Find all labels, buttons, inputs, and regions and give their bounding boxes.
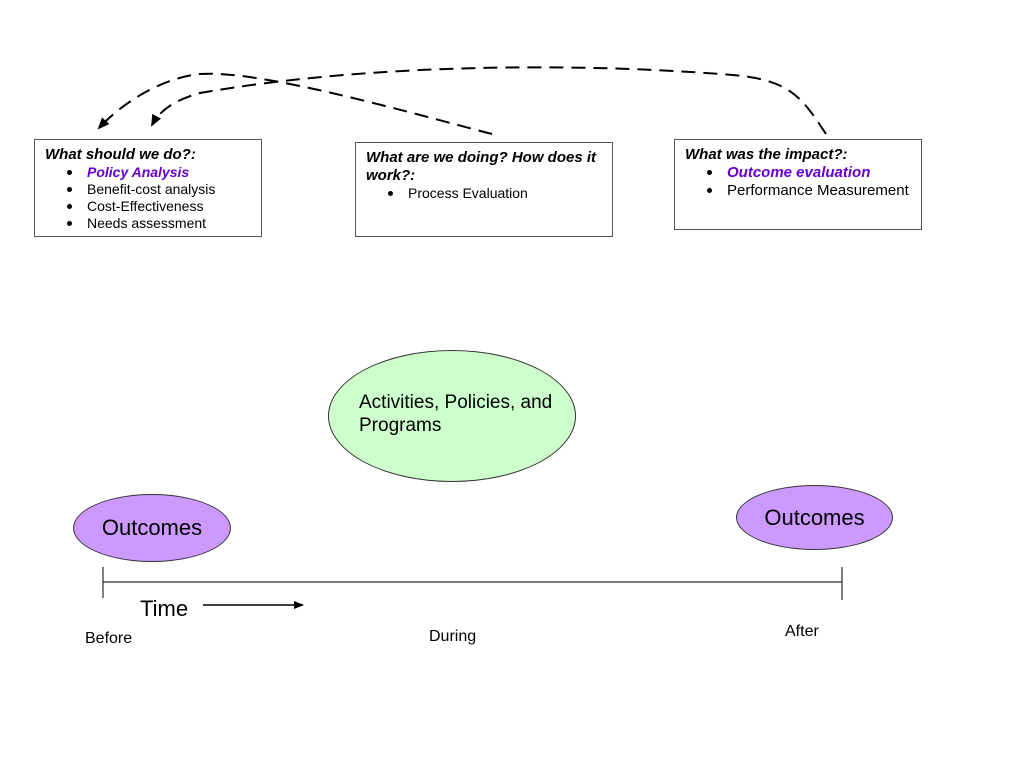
bullet-list: Policy Analysis Benefit-cost analysis Co… bbox=[45, 164, 251, 232]
box-what-was-the-impact: What was the impact?: Outcome evaluation… bbox=[674, 139, 922, 230]
box-what-are-we-doing: What are we doing? How does it work?: Pr… bbox=[355, 142, 613, 237]
box-question: What should we do?: bbox=[45, 146, 196, 163]
outcomes-before-ellipse: Outcomes bbox=[73, 494, 231, 562]
activities-label: Activities, Policies, and Programs bbox=[359, 392, 553, 436]
list-item: Benefit-cost analysis bbox=[45, 181, 251, 198]
list-item: Needs assessment bbox=[45, 215, 251, 232]
outcomes-after-ellipse: Outcomes bbox=[736, 485, 893, 550]
arc-during-to-before bbox=[97, 72, 493, 135]
list-item: Process Evaluation bbox=[366, 185, 602, 202]
box-question: What was the impact?: bbox=[685, 146, 848, 163]
list-item: Cost-Effectiveness bbox=[45, 198, 251, 215]
time-label: Time bbox=[140, 596, 189, 621]
box-question: What are we doing? How does it work?: bbox=[366, 149, 597, 184]
arc-after-to-before bbox=[151, 66, 827, 135]
list-item: Outcome evaluation bbox=[685, 164, 911, 182]
list-item: Policy Analysis bbox=[45, 164, 251, 181]
before-label: Before bbox=[85, 630, 133, 647]
outcomes-label: Outcomes bbox=[101, 515, 203, 540]
list-item: Performance Measurement bbox=[685, 182, 911, 200]
outcomes-label: Outcomes bbox=[764, 504, 865, 530]
box-what-should-we-do: What should we do?: Policy Analysis Bene… bbox=[34, 139, 262, 237]
bullet-list: Outcome evaluation Performance Measureme… bbox=[685, 164, 911, 200]
bullet-list: Process Evaluation bbox=[366, 185, 602, 202]
after-label: After bbox=[785, 623, 819, 640]
activities-ellipse: Activities, Policies, and Programs bbox=[328, 350, 576, 482]
during-label: During bbox=[429, 628, 477, 645]
